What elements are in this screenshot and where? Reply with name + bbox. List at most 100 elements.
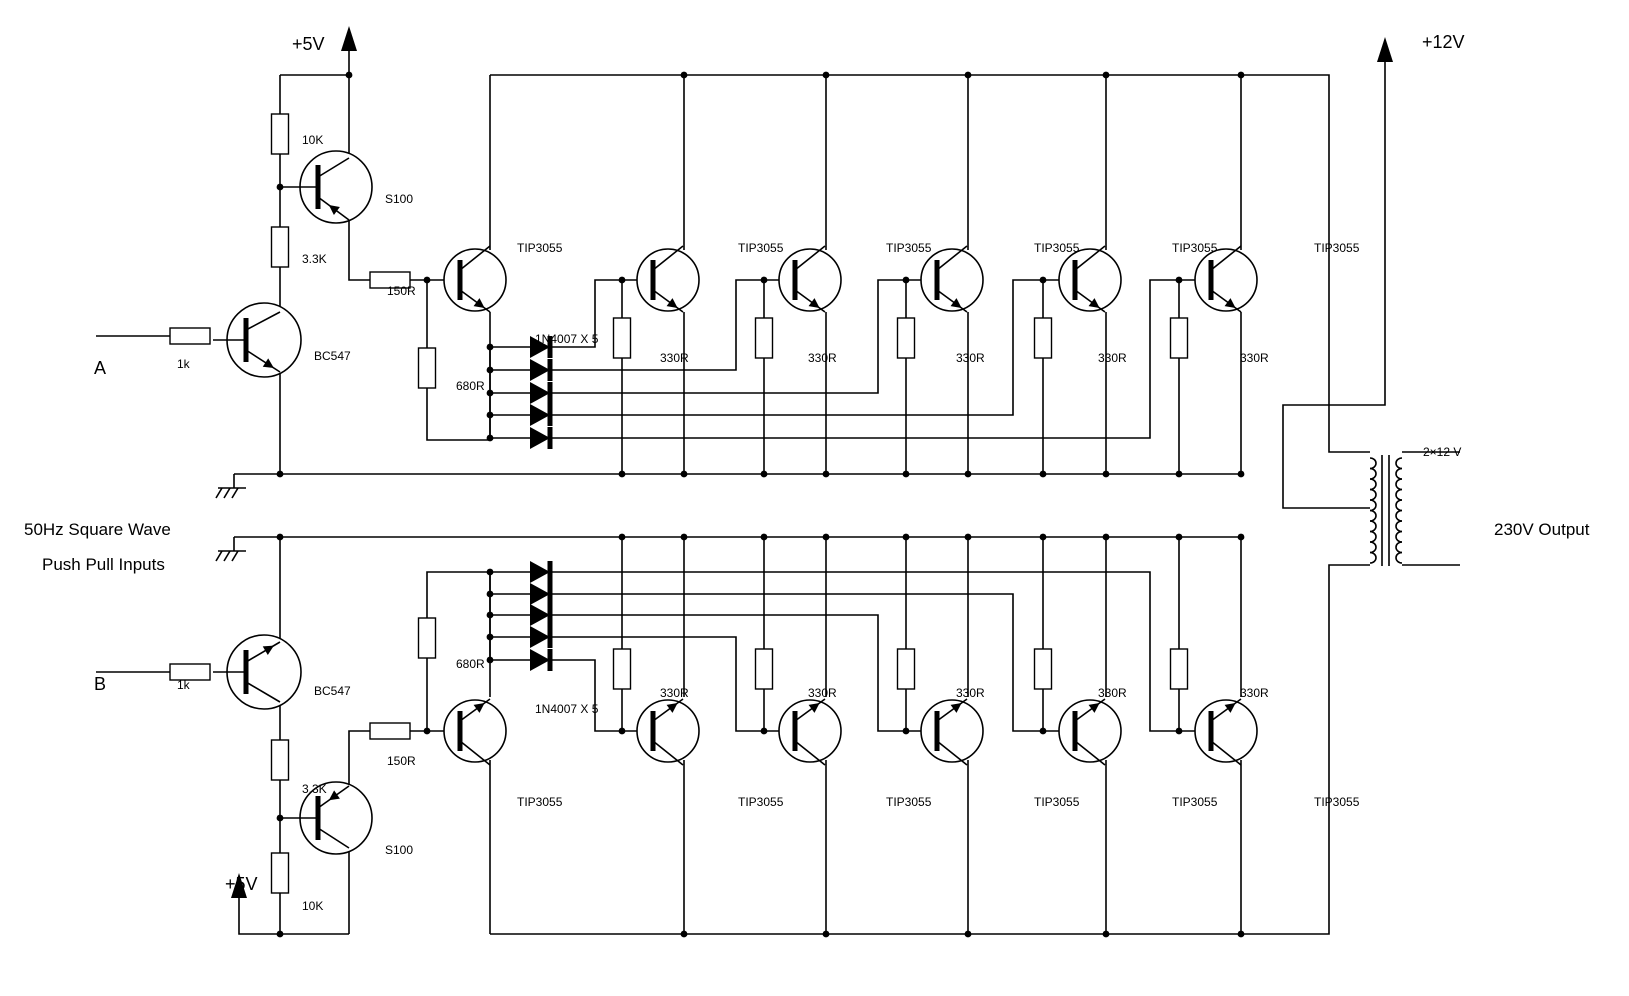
diode-b <box>530 583 553 605</box>
junction-dot <box>486 366 494 374</box>
junction-dot <box>618 727 626 735</box>
coil-turn <box>1369 467 1377 480</box>
ground-hatch <box>223 550 231 562</box>
input-resistor-label-a: 1k <box>177 357 191 371</box>
transistor-emitter-lead <box>1074 698 1106 722</box>
transistor-emitter-arrow-icon <box>328 790 340 801</box>
junction-dot <box>1102 930 1110 938</box>
follower-transistor-a <box>280 150 373 224</box>
collector-bus-top <box>490 74 1370 453</box>
coil-turn <box>1369 499 1377 512</box>
emitter-resistor-label-b-3: 330R <box>956 686 985 700</box>
junction-dot <box>822 533 830 541</box>
transistor-collector-lead <box>652 245 684 271</box>
junction-dot <box>822 930 830 938</box>
bias-wire-2 <box>426 388 490 441</box>
junction-dot <box>1102 470 1110 478</box>
junction-dot <box>486 568 494 576</box>
transistor-emitter-arrow-icon <box>950 298 962 309</box>
junction-dot <box>276 930 284 938</box>
power-transistor-a-3 <box>778 245 842 313</box>
transistor-collector-lead <box>317 157 350 178</box>
diode-triangle-icon <box>530 626 550 648</box>
diode-b <box>530 649 553 671</box>
bias-resistor-label-b: 680R <box>456 657 485 671</box>
junction-dot <box>1102 71 1110 79</box>
emitter-resistor-a-1 <box>612 317 632 359</box>
transistor-emitter-lead <box>936 698 968 722</box>
coil-turn <box>1369 478 1377 491</box>
diode-triangle-icon <box>530 604 550 626</box>
input-b-label: B <box>94 674 106 694</box>
diode-array-label-b: 1N4007 X 5 <box>535 702 599 716</box>
transistor-emitter-arrow-icon <box>808 702 820 713</box>
junction-dot <box>964 71 972 79</box>
transistor-collector-lead <box>652 740 684 766</box>
power-transistor-label-a-3: TIP3055 <box>886 241 932 255</box>
diode-triangle-icon <box>530 382 550 404</box>
diode-triangle-icon <box>530 649 550 671</box>
coil-turn <box>1395 488 1403 501</box>
emitter-resistor-b-5 <box>1169 648 1189 690</box>
transistor-emitter-arrow-icon <box>1224 702 1236 713</box>
supply-12v-label: +12V <box>1422 32 1465 52</box>
driver-transistor-label-b: BC547 <box>314 684 351 698</box>
input-resistor-a <box>169 327 211 345</box>
coil-turn <box>1369 520 1377 533</box>
input-resistor-b <box>169 663 211 681</box>
transistor-emitter-arrow-icon <box>1088 702 1100 713</box>
emitter-resistor-label-a-5: 330R <box>1240 351 1269 365</box>
divider-resistor-label-a: 3.3K <box>302 252 327 266</box>
transistor-emitter-lead <box>245 641 281 663</box>
junction-dot <box>1102 533 1110 541</box>
transistor-emitter-lead <box>245 349 281 373</box>
coil-turn <box>1395 541 1403 554</box>
bias-resistor-b <box>417 617 437 659</box>
coil-turn <box>1395 499 1403 512</box>
junction-dot <box>486 343 494 351</box>
power-transistor-a-5 <box>1058 245 1122 313</box>
junction-dot <box>486 656 494 664</box>
emitter-resistor-a-2 <box>754 317 774 359</box>
transistor-collector-lead <box>794 740 826 766</box>
coil-turn <box>1369 530 1377 543</box>
diode-a <box>530 336 553 358</box>
junction-dot <box>902 276 910 284</box>
follower-transistor-label-a: S100 <box>385 192 413 206</box>
junction-dot <box>760 276 768 284</box>
diode-triangle-icon <box>530 427 550 449</box>
junction-dot <box>902 533 910 541</box>
coil-turn <box>1369 457 1377 470</box>
transistor-emitter-lead <box>1074 289 1106 313</box>
junction-dot <box>276 533 284 541</box>
bias-wire-b2 <box>426 571 490 618</box>
junction-dot <box>276 470 284 478</box>
transformer-label: 2×12 V <box>1423 445 1461 459</box>
transformer-icon <box>1369 455 1403 566</box>
power-transistor-b-5 <box>1058 698 1122 766</box>
transistor-collector-lead <box>1210 740 1242 766</box>
transistor-collector-lead <box>317 827 350 849</box>
transistor-collector-lead <box>794 245 826 271</box>
transistor-emitter-lead <box>459 698 491 722</box>
coil-turn <box>1369 551 1377 564</box>
transistor-emitter-lead <box>936 289 968 313</box>
junction-dot <box>680 930 688 938</box>
junction-dot <box>1175 276 1183 284</box>
junction-dot <box>760 470 768 478</box>
junction-dot <box>680 533 688 541</box>
title-line-1: 50Hz Square Wave <box>24 520 171 539</box>
emitter-resistor-b-4 <box>1033 648 1053 690</box>
bias-resistor-label-a: 680R <box>456 379 485 393</box>
base-resistor-label-b: 150R <box>387 754 416 768</box>
coil-turn <box>1395 509 1403 522</box>
transistor-emitter-lead <box>652 289 684 313</box>
power-transistor-label-b-2: TIP3055 <box>738 795 784 809</box>
ground-hatch <box>215 487 223 499</box>
junction-dot <box>1039 276 1047 284</box>
supply-5v-arrow-icon-a <box>341 26 357 51</box>
junction-dot <box>1039 533 1047 541</box>
pullup-resistor-label-a: 10K <box>302 133 323 147</box>
junction-dot <box>964 533 972 541</box>
